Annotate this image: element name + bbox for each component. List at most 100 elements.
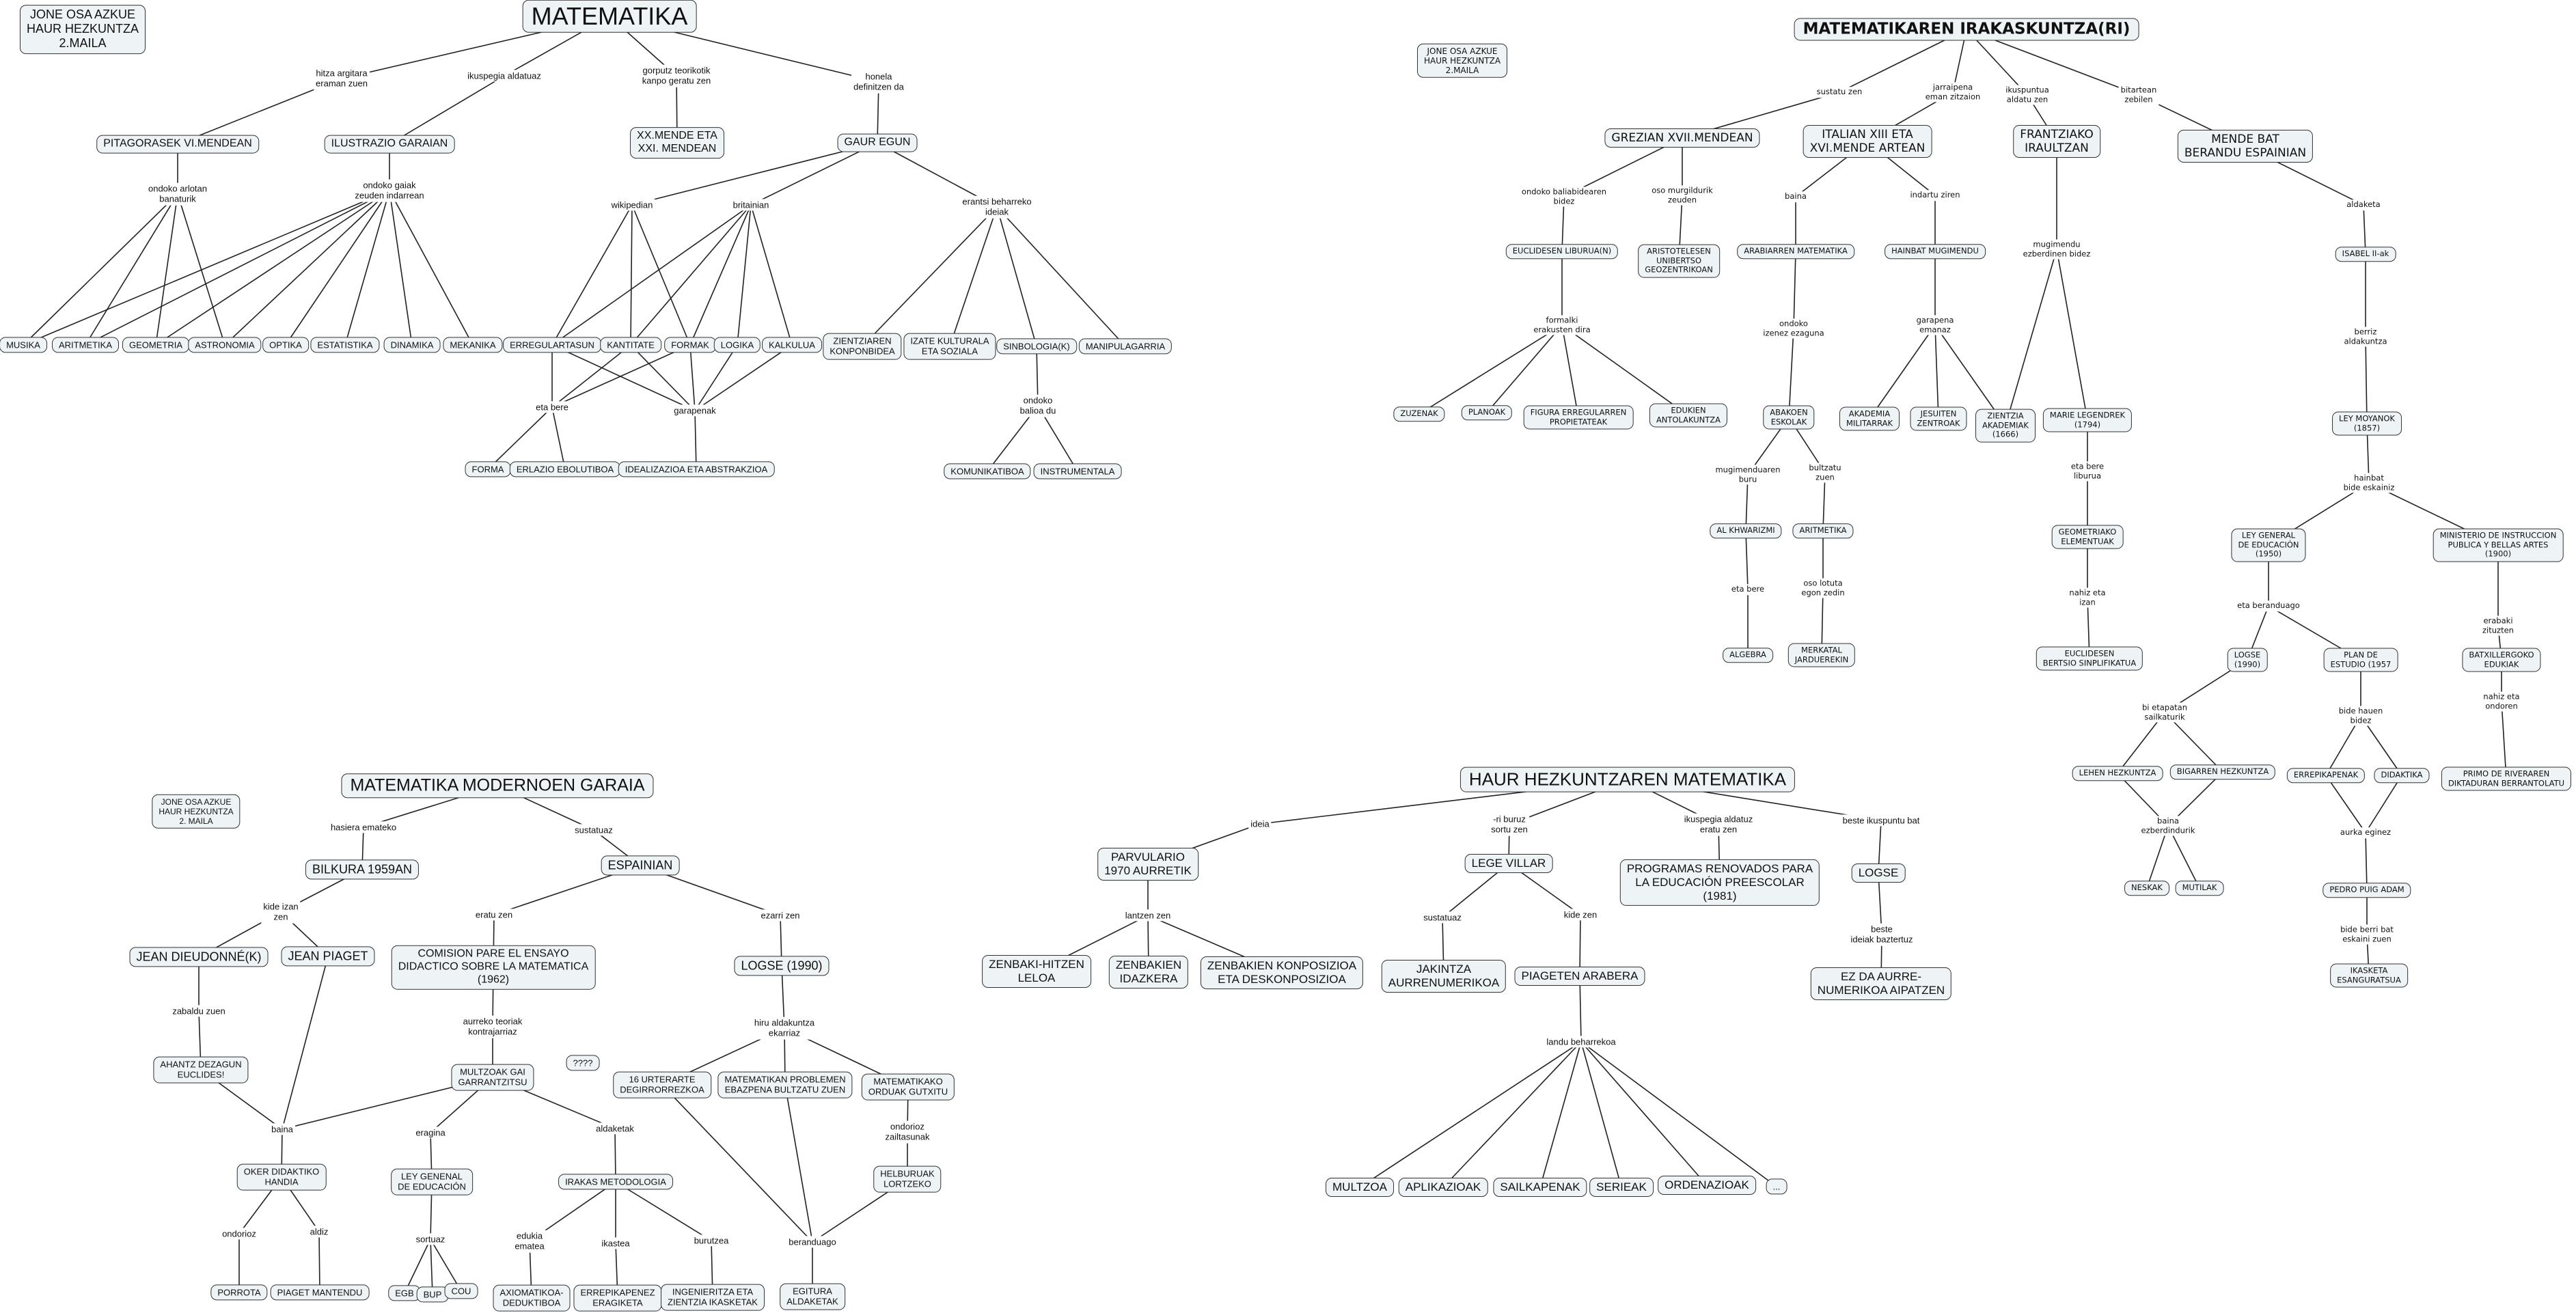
concept-aritm[interactable]: ARITMETIKA xyxy=(1792,523,1854,538)
concept-irakas[interactable]: IRAKAS METODOLOGIA xyxy=(558,1174,673,1190)
concept-dieud[interactable]: JEAN DIEUDONNÉ(K) xyxy=(129,947,269,967)
concept-zient[interactable]: ZIENTZIAREN KONPONBIDEA xyxy=(823,333,902,360)
concept-zidaz[interactable]: ZENBAKIEN IDAZKERA xyxy=(1108,955,1189,989)
concept-grez[interactable]: GREZIAN XVII.MENDEAN xyxy=(1604,128,1760,148)
concept-espainian[interactable]: ESPAINIAN xyxy=(601,855,680,876)
concept-forma[interactable]: FORMA xyxy=(465,461,511,478)
concept-ilu[interactable]: ILUSTRAZIO GARAIAN xyxy=(324,135,455,154)
concept-sinb[interactable]: SINBOLOGIA(K) xyxy=(996,338,1077,355)
concept-mutilak[interactable]: MUTILAK xyxy=(2175,881,2224,896)
concept-optika[interactable]: OPTIKA xyxy=(262,337,309,353)
concept-hainbat[interactable]: HAINBAT MUGIMENDU xyxy=(1885,244,1986,259)
map-title[interactable]: MATEMATIKAREN IRAKASKUNTZA(RI) xyxy=(1794,18,2139,41)
concept-sailk[interactable]: SAILKAPENAK xyxy=(1493,1177,1587,1198)
concept-dots[interactable]: ... xyxy=(1766,1178,1787,1195)
concept-leygen[interactable]: LEY GENERAL DE EDUCACIÓN (1950) xyxy=(2231,528,2306,562)
concept-egitura[interactable]: EGITURA ALDAKETAK xyxy=(780,1283,845,1310)
concept-edukien[interactable]: EDUKIEN ANTOLAKUNTZA xyxy=(1649,403,1728,428)
concept-plan[interactable]: PLAN DE ESTUDIO (1957 xyxy=(2323,648,2398,672)
concept-piaget[interactable]: JEAN PIAGET xyxy=(281,946,375,967)
concept-oker[interactable]: OKER DIDAKTIKO HANDIA xyxy=(236,1163,327,1191)
concept-erreg[interactable]: ERREGULARTASUN xyxy=(503,337,601,353)
concept-ingen[interactable]: INGENIERITZA ETA ZIENTZIA IKASKETAK xyxy=(661,1284,765,1311)
map-title[interactable]: MATEMATIKA MODERNOEN GARAIA xyxy=(341,773,654,798)
concept-isabel[interactable]: ISABEL II-ak xyxy=(2335,247,2396,262)
concept-jakintza[interactable]: JAKINTZA AURRENUMERIKOA xyxy=(1381,959,1507,993)
concept-komun[interactable]: KOMUNIKATIBOA xyxy=(944,463,1031,480)
concept-prog[interactable]: PROGRAMAS RENOVADOS PARA LA EDUCACIÓN PR… xyxy=(1619,859,1820,907)
concept-formak[interactable]: FORMAK xyxy=(664,337,716,353)
concept-logse[interactable]: LOGSE (1990) xyxy=(734,956,830,976)
concept-zuzen[interactable]: ZUZENAK xyxy=(1393,406,1445,421)
concept-arist[interactable]: ARISTOTELESEN UNIBERTSO GEOZENTRIKOAN xyxy=(1638,244,1720,278)
concept-khwar[interactable]: AL KHWARIZMI xyxy=(1710,523,1782,538)
concept-serieak[interactable]: SERIEAK xyxy=(1589,1177,1654,1198)
concept-piagetm[interactable]: PIAGET MANTENDU xyxy=(270,1284,370,1301)
concept-bup[interactable]: BUP xyxy=(416,1286,449,1303)
concept-izate[interactable]: IZATE KULTURALA ETA SOZIALA xyxy=(903,333,996,360)
map-title[interactable]: HAUR HEZKUNTZAREN MATEMATIKA xyxy=(1460,766,1796,792)
concept-porrota[interactable]: PORROTA xyxy=(210,1284,268,1301)
concept-algebra[interactable]: ALGEBRA xyxy=(1723,648,1773,663)
concept-abakoen[interactable]: ABAKOEN ESKOLAK xyxy=(1763,405,1815,430)
concept-lehen[interactable]: LEHEN HEZKUNTZA xyxy=(2072,766,2163,781)
concept-logika[interactable]: LOGIKA xyxy=(713,337,761,353)
concept-orden[interactable]: ORDENAZIOAK xyxy=(1658,1175,1756,1195)
concept-musika[interactable]: MUSIKA xyxy=(0,337,47,353)
concept-comision[interactable]: COMISION PARE EL ENSAYO DIDACTICO SOBRE … xyxy=(391,945,596,990)
concept-pit[interactable]: PITAGORASEK VI.MENDEAN xyxy=(96,135,259,154)
concept-gaur[interactable]: GAUR EGUN xyxy=(837,133,918,152)
concept-astro[interactable]: ASTRONOMIA xyxy=(188,337,262,353)
concept-multzoak[interactable]: MULTZOAK GAI GARRANTZITSU xyxy=(451,1064,534,1091)
concept-aplik[interactable]: APLIKAZIOAK xyxy=(1398,1177,1488,1198)
concept-zhitz[interactable]: ZENBAKI-HITZEN LELOA xyxy=(982,954,1091,989)
concept-helburuak[interactable]: HELBURUAK LORTZEKO xyxy=(873,1165,942,1193)
concept-akad[interactable]: AKADEMIA MILITARRAK xyxy=(1839,406,1900,431)
concept-urterarte[interactable]: 16 URTERARTE DEGIRRORREZKOA xyxy=(613,1071,711,1098)
concept-geomel[interactable]: GEOMETRIAKO ELEMENTUAK xyxy=(2051,525,2124,549)
concept-egb[interactable]: EGB xyxy=(388,1285,421,1301)
concept-axiom[interactable]: AXIOMATIKOA- DEDUKTIBOA xyxy=(493,1284,571,1312)
concept-xx[interactable]: XX.MENDE ETA XXI. MENDEAN xyxy=(630,127,724,158)
concept-unknown[interactable]: ???? xyxy=(566,1055,600,1071)
concept-kalk[interactable]: KALKULUA xyxy=(762,337,822,353)
concept-fran[interactable]: FRANTZIAKO IRAULTZAN xyxy=(2013,124,2100,158)
concept-logse[interactable]: LOGSE (1990) xyxy=(2227,648,2268,672)
concept-zientzia[interactable]: ZIENTZIA AKADEMIAK (1666) xyxy=(1975,409,2036,443)
concept-bigarren[interactable]: BIGARREN HEZKUNTZA xyxy=(2169,764,2276,779)
concept-euclb[interactable]: EUCLIDESEN BERTSIO SINPLIFIKATUA xyxy=(2036,646,2143,671)
concept-geom[interactable]: GEOMETRIA xyxy=(122,337,190,353)
concept-parv[interactable]: PARVULARIO 1970 AURRETIK xyxy=(1097,847,1198,881)
concept-mende[interactable]: MENDE BAT BERANDU ESPAINIAN xyxy=(2177,129,2314,163)
concept-aritm[interactable]: ARITMETIKA xyxy=(51,337,120,353)
concept-erlazio[interactable]: ERLAZIO EBOLUTIBOA xyxy=(509,461,621,478)
concept-didak[interactable]: DIDAKTIKA xyxy=(2374,768,2430,783)
concept-orduak[interactable]: MATEMATIKAKO ORDUAK GUTXITU xyxy=(861,1073,955,1101)
concept-plano[interactable]: PLANOAK xyxy=(1461,405,1513,420)
concept-multzoa[interactable]: MULTZOA xyxy=(1326,1177,1394,1198)
concept-dinam[interactable]: DINAMIKA xyxy=(383,337,441,353)
concept-moyano[interactable]: LEY MOYANOK (1857) xyxy=(2332,411,2402,436)
concept-figura[interactable]: FIGURA ERREGULARREN PROPIETATEAK xyxy=(1523,405,1634,430)
concept-marie[interactable]: MARIE LEGENDREK (1794) xyxy=(2042,408,2133,432)
concept-problemen[interactable]: MATEMATIKAN PROBLEMEN EBAZPENA BULTZATU … xyxy=(717,1071,853,1098)
concept-errepik[interactable]: ERREPIKAPENEZ ERAGIKETA xyxy=(573,1284,662,1312)
concept-cou[interactable]: COU xyxy=(444,1283,478,1299)
concept-mekan[interactable]: MEKANIKA xyxy=(443,337,503,353)
concept-batx[interactable]: BATXILLERGOKO EDUKIAK xyxy=(2462,648,2541,672)
concept-neskak[interactable]: NESKAK xyxy=(2124,881,2169,896)
concept-arab[interactable]: ARABIARREN MATEMATIKA xyxy=(1737,244,1854,259)
concept-ikasketa[interactable]: IKASKETA ESANGURATSUA xyxy=(2330,963,2408,988)
concept-ahantz[interactable]: AHANTZ DEZAGUN EUCLIDES! xyxy=(153,1056,249,1083)
concept-zkonp[interactable]: ZENBAKIEN KONPOSIZIOA ETA DESKONPOSIZIOA xyxy=(1200,956,1364,990)
concept-piageten[interactable]: PIAGETEN ARABERA xyxy=(1514,966,1645,986)
concept-ideal[interactable]: IDEALIZAZIOA ETA ABSTRAKZIOA xyxy=(618,461,775,478)
concept-ital[interactable]: ITALIAN XIII ETA XVI.MENDE ARTEAN xyxy=(1803,124,1932,158)
concept-estat[interactable]: ESTATISTIKA xyxy=(310,337,380,353)
concept-manip[interactable]: MANIPULAGARRIA xyxy=(1078,338,1173,355)
concept-pedro[interactable]: PEDRO PUIG ADAM xyxy=(2322,883,2411,898)
concept-kant[interactable]: KANTITATE xyxy=(600,337,661,353)
concept-eucl[interactable]: EUCLIDESEN LIBURUA(N) xyxy=(1505,244,1619,259)
concept-bilkura[interactable]: BILKURA 1959AN xyxy=(305,859,420,880)
concept-minist[interactable]: MINISTERIO DE INSTRUCCION PUBLICA Y BELL… xyxy=(2433,528,2564,562)
